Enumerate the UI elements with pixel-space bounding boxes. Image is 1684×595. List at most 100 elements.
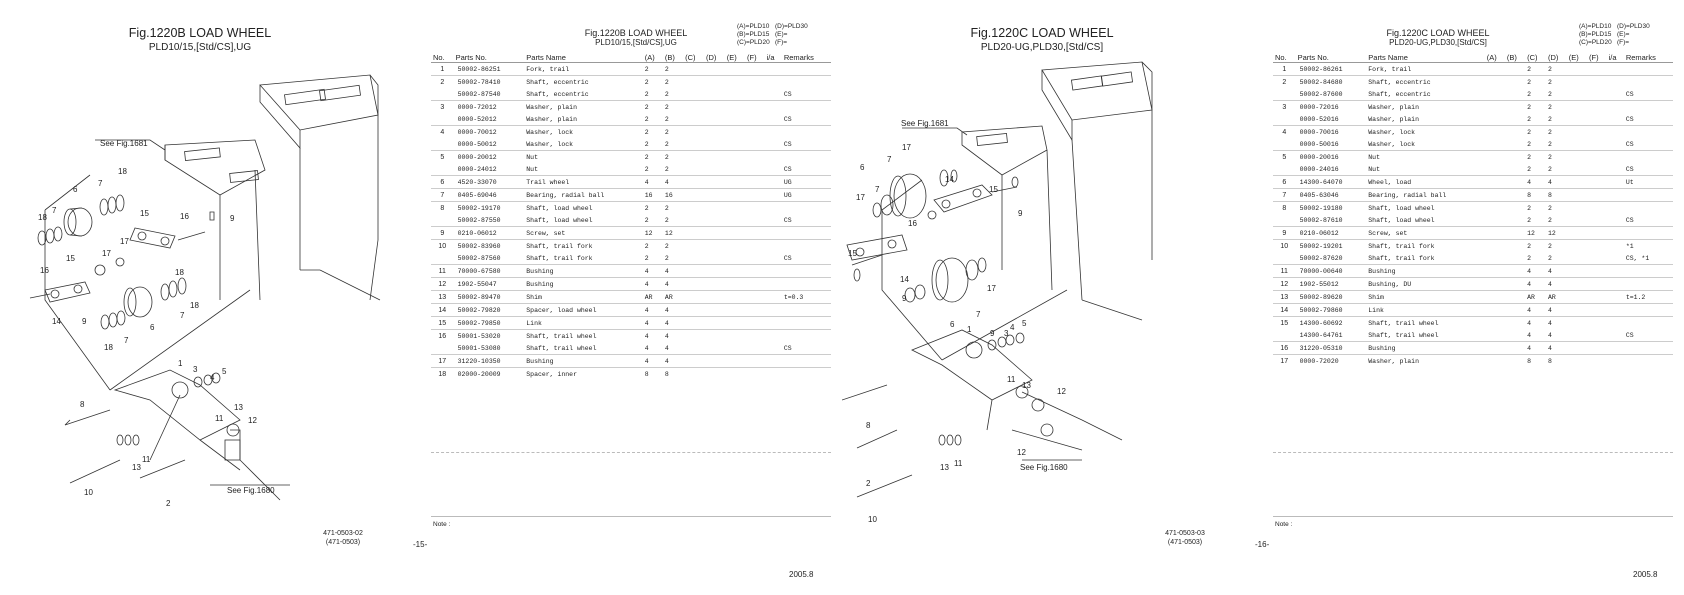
- quantity-cell: 2: [1525, 150, 1546, 163]
- page-number: -15-: [413, 540, 428, 549]
- divider: [1273, 516, 1673, 517]
- item-number: [431, 138, 454, 151]
- quantity-cell: [745, 188, 765, 202]
- part-name: Nut: [1368, 165, 1380, 173]
- quantity-cell: 2: [664, 90, 669, 98]
- remarks-cell: [781, 277, 831, 291]
- part-number: 0000-20016: [1295, 150, 1367, 163]
- quantity-cell: [725, 163, 745, 176]
- remarks-cell: *1: [1623, 239, 1673, 252]
- quantity-cell: [1587, 201, 1607, 214]
- see-fig-label: See Fig.1680: [1020, 463, 1068, 472]
- remarks-cell: CS: [783, 165, 792, 173]
- quantity-cell: [1504, 303, 1526, 317]
- remarks-cell: [781, 239, 831, 252]
- remarks-cell: t=1.2: [1623, 290, 1673, 304]
- quantity-cell: [1484, 100, 1505, 113]
- remarks-cell: [781, 226, 831, 240]
- item-number: 15: [1273, 316, 1296, 329]
- column-header: i/a: [764, 52, 782, 63]
- quantity-cell: [1566, 290, 1588, 304]
- doc-code: 471-0503-02 (471-0503): [318, 529, 368, 547]
- part-number: 70000-67580: [453, 264, 525, 278]
- quantity-cell: [724, 201, 746, 214]
- quantity-cell: [1566, 175, 1588, 189]
- quantity-cell: [745, 316, 765, 330]
- ia-cell: [1606, 277, 1624, 291]
- ia-cell: [1606, 316, 1624, 329]
- quantity-cell: 4: [662, 277, 684, 291]
- callout-label: 10: [868, 515, 877, 524]
- quantity-cell: 4: [1545, 175, 1567, 189]
- quantity-cell: [683, 125, 704, 138]
- doc-code-paren: (471-0503): [325, 539, 361, 546]
- quantity-cell: [1504, 290, 1526, 304]
- part-number: 50002-83960: [453, 239, 525, 252]
- quantity-cell: [1566, 188, 1588, 202]
- quantity-cell: [683, 214, 704, 227]
- item-number: [1273, 252, 1296, 265]
- quantity-cell: [1504, 75, 1526, 88]
- quantity-cell: [703, 367, 725, 380]
- part-number: 50002-78410: [453, 75, 525, 88]
- part-number: 31220-10350: [453, 354, 525, 368]
- ia-cell: [765, 163, 782, 176]
- part-name: Spacer, load wheel: [524, 303, 643, 317]
- item-number: [1273, 113, 1296, 126]
- diagram-page-2: Fig.1220C LOAD WHEEL PLD20-UG,PLD30,[Std…: [842, 0, 1269, 595]
- quantity-cell: [1504, 188, 1526, 202]
- quantity-cell: [724, 226, 746, 240]
- ia-cell: [1606, 175, 1624, 189]
- item-number: 14: [1273, 303, 1296, 317]
- quantity-cell: 2: [644, 115, 649, 123]
- quantity-cell: 4: [1545, 341, 1567, 355]
- part-name: Shim: [524, 290, 643, 304]
- remarks-cell: CS, *1: [1625, 254, 1650, 262]
- quantity-cell: [1484, 226, 1505, 240]
- item-number: 7: [1273, 188, 1296, 202]
- part-name: Washer, lock: [1368, 140, 1416, 148]
- quantity-cell: [683, 277, 704, 291]
- quantity-cell: 4: [642, 303, 663, 317]
- item-number: [431, 342, 454, 355]
- quantity-cell: 2: [1547, 140, 1552, 148]
- callout-label: 17: [120, 237, 129, 246]
- table-title-text: Fig.1220C LOAD WHEEL: [1386, 28, 1490, 38]
- part-name: Shaft, trail fork: [524, 239, 643, 252]
- quantity-cell: 4: [1545, 303, 1567, 317]
- ia-cell: [1607, 214, 1624, 227]
- quantity-cell: [1587, 138, 1607, 151]
- remarks-cell: [1623, 125, 1673, 138]
- part-name: Shaft, load wheel: [524, 201, 643, 214]
- figure-title-text: Fig.1220C LOAD WHEEL: [970, 26, 1114, 40]
- quantity-cell: 2: [642, 125, 663, 138]
- quantity-cell: [703, 277, 725, 291]
- column-header: (B): [662, 52, 684, 63]
- quantity-cell: [745, 88, 765, 101]
- quantity-cell: [683, 252, 704, 265]
- figure-title: Fig.1220C LOAD WHEEL PLD20-UG,PLD30,[Std…: [932, 26, 1152, 53]
- item-number: 7: [431, 188, 454, 202]
- quantity-cell: [703, 201, 725, 214]
- part-number: 0000-20012: [453, 150, 525, 163]
- quantity-cell: [1505, 63, 1525, 76]
- quantity-cell: [1484, 277, 1505, 291]
- quantity-cell: 4: [1545, 316, 1567, 329]
- quantity-cell: [745, 75, 765, 88]
- quantity-cell: 2: [642, 150, 663, 163]
- remarks-cell: CS: [783, 344, 792, 352]
- callout-label: 17: [856, 193, 865, 202]
- part-number: 50002-86261: [1299, 65, 1343, 73]
- doc-code-paren: (471-0503): [1167, 539, 1203, 546]
- part-name: Fork, trail: [526, 65, 570, 73]
- quantity-cell: [1485, 63, 1505, 76]
- part-name: Washer, plain: [526, 115, 577, 123]
- quantity-cell: [703, 316, 725, 330]
- item-number: 12: [431, 277, 454, 291]
